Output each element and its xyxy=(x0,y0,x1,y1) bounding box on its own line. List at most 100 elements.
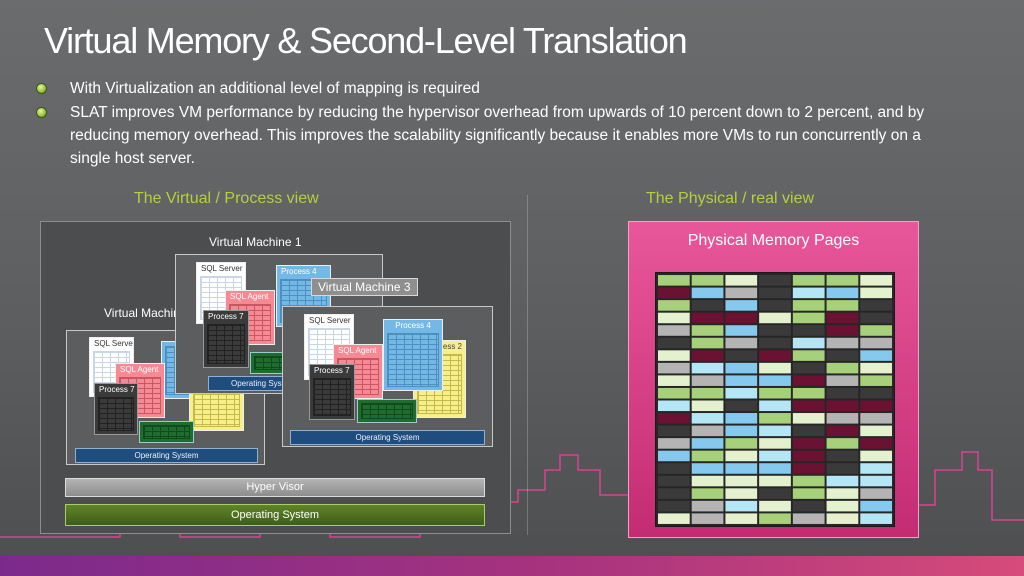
memory-page-block xyxy=(725,513,758,524)
memory-page-block xyxy=(657,475,690,487)
memory-page-block xyxy=(826,375,859,386)
memory-page-block xyxy=(860,337,893,349)
memory-page-block xyxy=(725,312,758,324)
memory-page-block xyxy=(725,387,758,399)
memory-page-block xyxy=(826,475,859,487)
memory-page-block xyxy=(759,275,791,286)
window-grid xyxy=(207,324,245,364)
memory-page-block xyxy=(657,325,690,336)
memory-page-block xyxy=(792,463,825,474)
memory-page-block xyxy=(759,325,791,336)
memory-page-block xyxy=(725,287,758,299)
process-4-window: Process 4 xyxy=(383,319,443,391)
memory-page-block xyxy=(725,275,758,286)
sql-server-window-title: SQL Server xyxy=(90,338,133,349)
memory-page-block xyxy=(792,500,825,512)
memory-page-block xyxy=(759,287,791,299)
memory-page-block xyxy=(792,475,825,487)
memory-page-block xyxy=(725,350,758,361)
memory-page-block xyxy=(657,400,690,412)
memory-page-block xyxy=(657,488,690,499)
process-7-window-title: Process 7 xyxy=(95,384,137,395)
process-7-window-title: Process 7 xyxy=(310,365,354,376)
memory-page-block xyxy=(657,300,690,311)
bullet-item: SLAT improves VM performance by reducing… xyxy=(36,101,956,170)
memory-page-block xyxy=(792,488,825,499)
memory-page-block xyxy=(759,312,791,324)
memory-page-block xyxy=(792,513,825,524)
memory-page-block xyxy=(792,275,825,286)
bullet-dot-icon xyxy=(36,83,47,94)
sql-server-window-title: SQL Server xyxy=(305,315,353,326)
memory-page-block xyxy=(657,350,690,361)
memory-page-block xyxy=(792,312,825,324)
green-process-window xyxy=(357,399,417,423)
memory-page-block xyxy=(759,488,791,499)
sql-server-window-title: SQL Server xyxy=(197,263,245,274)
memory-page-block xyxy=(725,488,758,499)
memory-page-block xyxy=(725,500,758,512)
memory-page-block xyxy=(759,362,791,374)
memory-page-block xyxy=(759,337,791,349)
vm1-label: Virtual Machine 1 xyxy=(209,235,302,249)
memory-page-block xyxy=(691,300,724,311)
physical-memory-panel: Physical Memory Pages xyxy=(628,221,919,538)
memory-page-block xyxy=(792,400,825,412)
green-process-window xyxy=(139,421,194,443)
bullet-item: With Virtualization an additional level … xyxy=(36,77,956,100)
memory-page-block xyxy=(657,438,690,449)
memory-page-block xyxy=(657,337,690,349)
memory-page-block xyxy=(657,287,690,299)
vm2-os-bar: Operating System xyxy=(75,448,258,463)
window-grid xyxy=(387,333,439,387)
process-4-window-title: Process 4 xyxy=(384,320,442,331)
memory-page-block xyxy=(826,387,859,399)
memory-page-block xyxy=(792,362,825,374)
memory-page-block xyxy=(860,513,893,524)
memory-page-block xyxy=(826,400,859,412)
memory-page-block xyxy=(759,500,791,512)
process-7-window: Process 7 xyxy=(203,310,249,368)
memory-page-block xyxy=(691,475,724,487)
window-grid xyxy=(98,397,134,431)
memory-page-block xyxy=(657,413,690,424)
memory-page-block xyxy=(860,300,893,311)
sql-agent-window-title: SQL Agent xyxy=(334,345,382,356)
process-7-window-title: Process 7 xyxy=(204,311,248,322)
memory-page-block xyxy=(657,425,690,437)
memory-page-block xyxy=(860,475,893,487)
memory-page-block xyxy=(826,488,859,499)
memory-page-block xyxy=(792,375,825,386)
memory-page-block xyxy=(792,300,825,311)
bullet-text: With Virtualization an additional level … xyxy=(70,80,480,97)
memory-page-block xyxy=(860,438,893,449)
memory-page-block xyxy=(826,300,859,311)
memory-page-block xyxy=(691,287,724,299)
window-grid xyxy=(313,378,351,416)
memory-page-block xyxy=(759,413,791,424)
memory-page-block xyxy=(725,425,758,437)
memory-page-block xyxy=(691,337,724,349)
memory-page-block xyxy=(860,488,893,499)
memory-page-block xyxy=(860,375,893,386)
memory-page-block xyxy=(826,325,859,336)
memory-page-block xyxy=(826,500,859,512)
process-4-window-title: Process 4 xyxy=(277,266,330,277)
memory-page-block xyxy=(725,438,758,449)
memory-page-block xyxy=(792,350,825,361)
memory-page-block xyxy=(792,450,825,462)
physical-page-grid xyxy=(655,272,895,527)
virtual-machine-3: SQL Server Process 2 Process 4 SQL Agent… xyxy=(282,306,493,447)
vm2-label: Virtual Machine 2 xyxy=(104,306,184,320)
memory-page-block xyxy=(691,425,724,437)
memory-page-block xyxy=(691,488,724,499)
memory-page-block xyxy=(860,463,893,474)
memory-page-block xyxy=(691,463,724,474)
physical-memory-title: Physical Memory Pages xyxy=(687,232,860,249)
memory-page-block xyxy=(657,362,690,374)
memory-page-block xyxy=(759,387,791,399)
memory-page-block xyxy=(691,387,724,399)
slide-title: Virtual Memory & Second-Level Translatio… xyxy=(44,20,688,61)
memory-page-block xyxy=(759,513,791,524)
memory-page-block xyxy=(725,325,758,336)
